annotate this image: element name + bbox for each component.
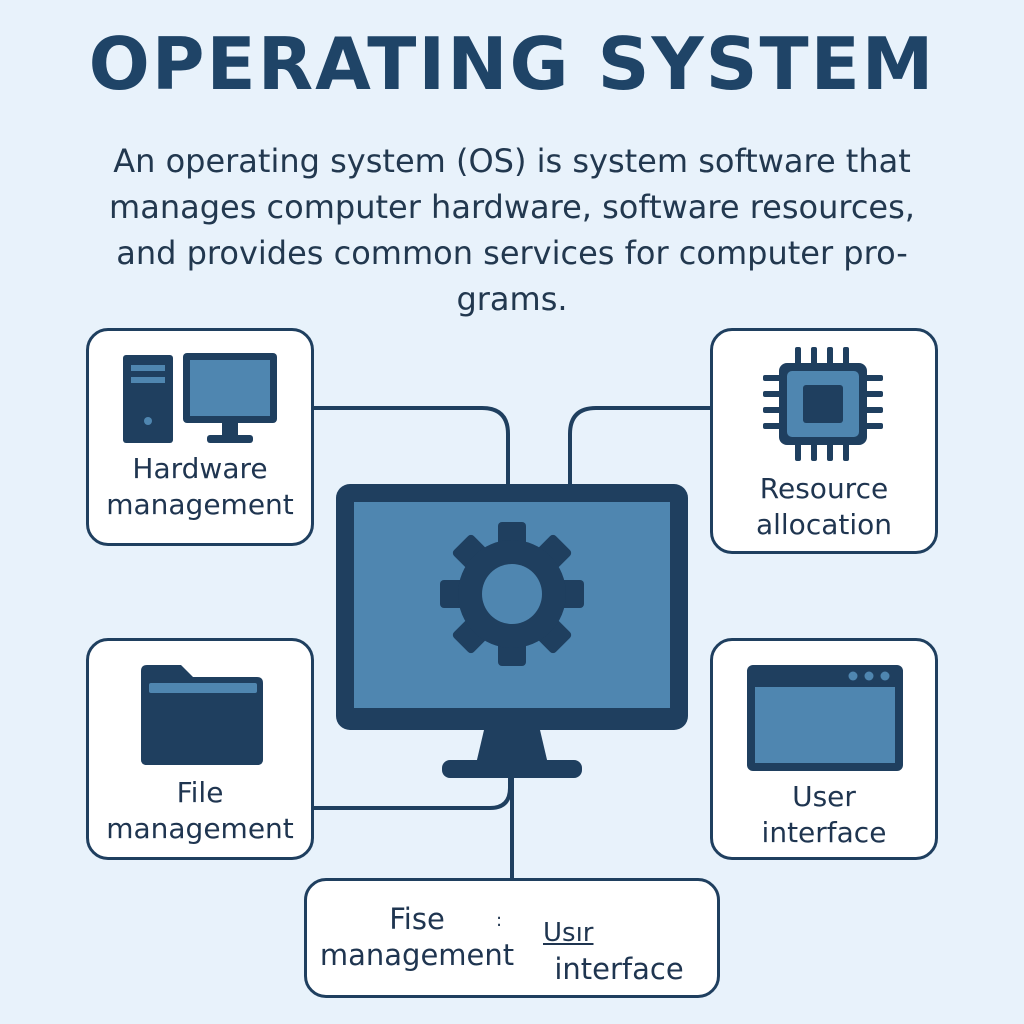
bottom-label-line: Fise xyxy=(389,902,445,936)
bottom-right-label: Usır interface xyxy=(529,915,709,987)
computer-icon xyxy=(123,353,277,443)
cpu-chip-icon xyxy=(763,347,883,461)
connector-hardware xyxy=(314,406,510,486)
gear-icon xyxy=(440,522,584,666)
card-label: Hardware management xyxy=(89,451,311,523)
description-line: and provides common services for compute… xyxy=(116,234,908,272)
bottom-label-line: management xyxy=(319,938,515,972)
connector-resource xyxy=(568,406,710,486)
app-window-icon xyxy=(747,665,903,771)
description: An operating system (OS) is system softw… xyxy=(80,138,944,322)
card-label-line: File xyxy=(176,776,224,809)
card-user-interface: User interface xyxy=(710,638,938,860)
card-label: File management xyxy=(89,775,311,847)
bottom-left-label: Fise management xyxy=(317,901,517,973)
card-label-line: Hardware xyxy=(132,452,268,485)
card-label-line: User xyxy=(792,780,856,813)
gear-monitor-icon xyxy=(336,484,688,778)
bottom-label-line: interface xyxy=(554,952,684,986)
card-label-line: management xyxy=(106,812,294,845)
card-label: Resource allocation xyxy=(713,471,935,543)
card-label: User interface xyxy=(713,779,935,851)
card-label-line: interface xyxy=(761,816,887,849)
bottom-label-line: Usır xyxy=(543,918,594,948)
page-title: OPERATING SYSTEM xyxy=(88,22,936,106)
description-line: An operating system (OS) is system softw… xyxy=(113,142,911,180)
card-label-line: Resource xyxy=(759,472,889,505)
description-line: manages computer hardware, software reso… xyxy=(109,188,915,226)
folder-icon xyxy=(141,665,263,765)
bottom-separator: : xyxy=(495,910,503,931)
card-file-management: File management xyxy=(86,638,314,860)
card-label-line: management xyxy=(106,488,294,521)
card-label-line: allocation xyxy=(755,508,893,541)
card-hardware-management: Hardware management xyxy=(86,328,314,546)
card-bottom-combined: Fise management : Usır interface xyxy=(304,878,720,998)
description-line: grams. xyxy=(456,280,568,318)
connector-file xyxy=(314,778,512,810)
card-resource-allocation: Resource allocation xyxy=(710,328,938,554)
